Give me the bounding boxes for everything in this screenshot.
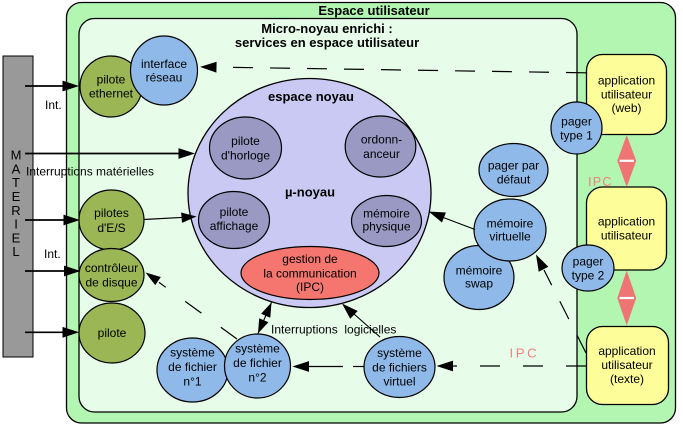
svg-text:application: application [598, 215, 655, 229]
svg-text:ethernet: ethernet [89, 87, 134, 101]
svg-text:µ-noyau: µ-noyau [285, 185, 335, 200]
svg-text:de fichiers: de fichiers [372, 361, 427, 375]
svg-text:interface: interface [141, 57, 187, 71]
svg-text:contrôleur: contrôleur [85, 261, 138, 275]
svg-text:Micro-noyau enrichi :: Micro-noyau enrichi : [261, 21, 392, 36]
svg-text:pager par: pager par [488, 159, 539, 173]
svg-text:L: L [12, 244, 19, 259]
svg-text:la communication: la communication [263, 267, 356, 281]
svg-text:utilisateur: utilisateur [601, 358, 652, 372]
svg-text:Int.: Int. [44, 247, 61, 261]
svg-text:n°1: n°1 [183, 375, 201, 389]
svg-text:virtuelle: virtuelle [489, 230, 531, 244]
svg-text:(IPC): (IPC) [296, 280, 324, 294]
svg-text:de fichier: de fichier [233, 356, 282, 370]
svg-text:d'horloge: d'horloge [221, 149, 270, 163]
svg-text:d'E/S: d'E/S [97, 221, 125, 235]
svg-text:swap: swap [465, 277, 493, 291]
svg-text:(web): (web) [611, 101, 641, 115]
svg-text:affichage: affichage [210, 219, 259, 233]
svg-text:pilote: pilote [220, 205, 249, 219]
svg-text:T: T [12, 175, 20, 190]
svg-text:mémoire: mémoire [456, 264, 503, 278]
svg-text:Interruptions logicielles: Interruptions logicielles [271, 323, 396, 337]
svg-text:pilote: pilote [231, 134, 260, 148]
svg-text:utilisateur: utilisateur [601, 87, 652, 101]
svg-text:pilotes: pilotes [94, 206, 129, 220]
svg-text:ordonn-: ordonn- [361, 133, 402, 147]
svg-text:système: système [377, 346, 422, 360]
svg-text:anceur: anceur [363, 147, 400, 161]
svg-text:type 2: type 2 [572, 269, 605, 283]
svg-text:n°2: n°2 [248, 371, 266, 385]
svg-text:pager: pager [561, 115, 592, 129]
svg-text:type 1: type 1 [560, 129, 593, 143]
svg-text:de fichier: de fichier [168, 360, 217, 374]
svg-text:Espace utilisateur: Espace utilisateur [318, 3, 429, 18]
svg-text:E: E [12, 189, 21, 204]
svg-text:virtuel: virtuel [383, 375, 415, 389]
svg-text:réseau: réseau [146, 71, 183, 85]
svg-text:défaut: défaut [497, 173, 531, 187]
svg-text:I: I [14, 217, 18, 232]
svg-text:IPC: IPC [510, 346, 540, 361]
svg-text:E: E [12, 230, 21, 245]
svg-text:services en espace utilisateur: services en espace utilisateur [235, 35, 419, 50]
svg-text:utilisateur: utilisateur [601, 228, 652, 242]
svg-text:application: application [598, 344, 655, 358]
svg-text:physique: physique [362, 220, 410, 234]
svg-text:Interruptions matérielles: Interruptions matérielles [26, 165, 154, 179]
svg-text:système: système [235, 342, 280, 356]
svg-text:application: application [598, 74, 655, 88]
svg-text:mémoire: mémoire [363, 207, 410, 221]
svg-text:IPC: IPC [588, 175, 613, 189]
svg-text:Int.: Int. [45, 98, 62, 112]
svg-text:pilote: pilote [97, 73, 126, 87]
svg-text:A: A [12, 161, 21, 176]
svg-text:M: M [11, 148, 22, 163]
svg-text:pilote: pilote [98, 326, 127, 340]
svg-text:(texte): (texte) [610, 372, 644, 386]
svg-text:mémoire: mémoire [487, 217, 534, 231]
svg-text:gestion de: gestion de [282, 252, 338, 266]
svg-text:de disque: de disque [85, 276, 137, 290]
svg-text:système: système [170, 346, 215, 360]
svg-text:R: R [11, 203, 20, 218]
svg-text:pager: pager [573, 255, 604, 269]
svg-text:espace noyau: espace noyau [268, 89, 354, 104]
